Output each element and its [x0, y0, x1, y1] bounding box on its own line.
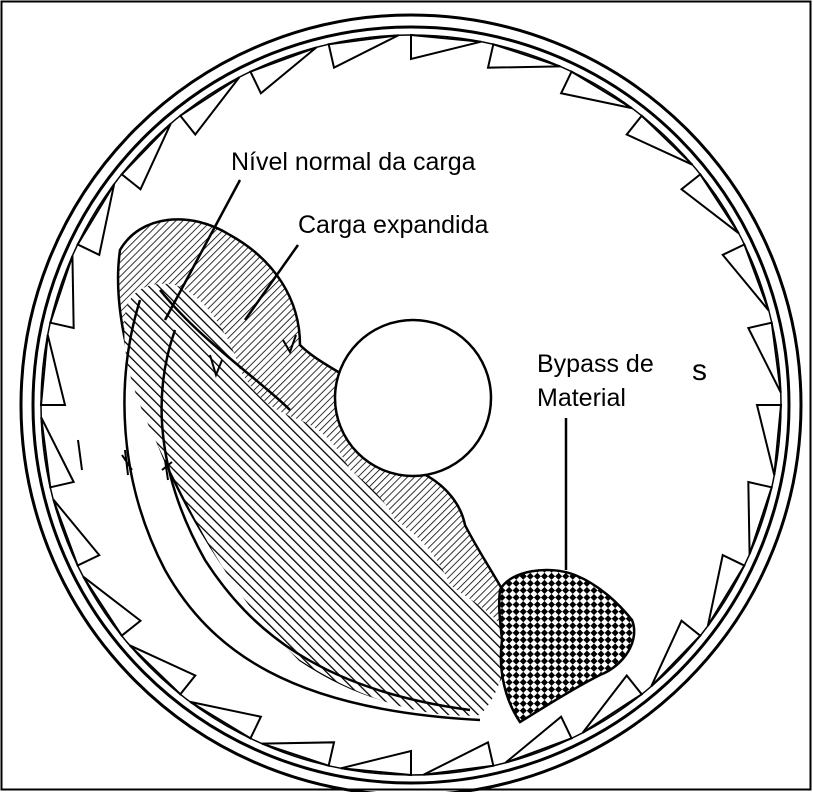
label-bypass-line1: Bypass de: [537, 350, 654, 378]
label-normal-level: Nível normal da carga: [231, 148, 476, 176]
label-bypass-line2: Material: [537, 384, 626, 412]
stray-glyph: s: [692, 354, 707, 387]
central-shaft: [335, 320, 491, 476]
label-expanded-charge: Carga expandida: [298, 211, 489, 239]
